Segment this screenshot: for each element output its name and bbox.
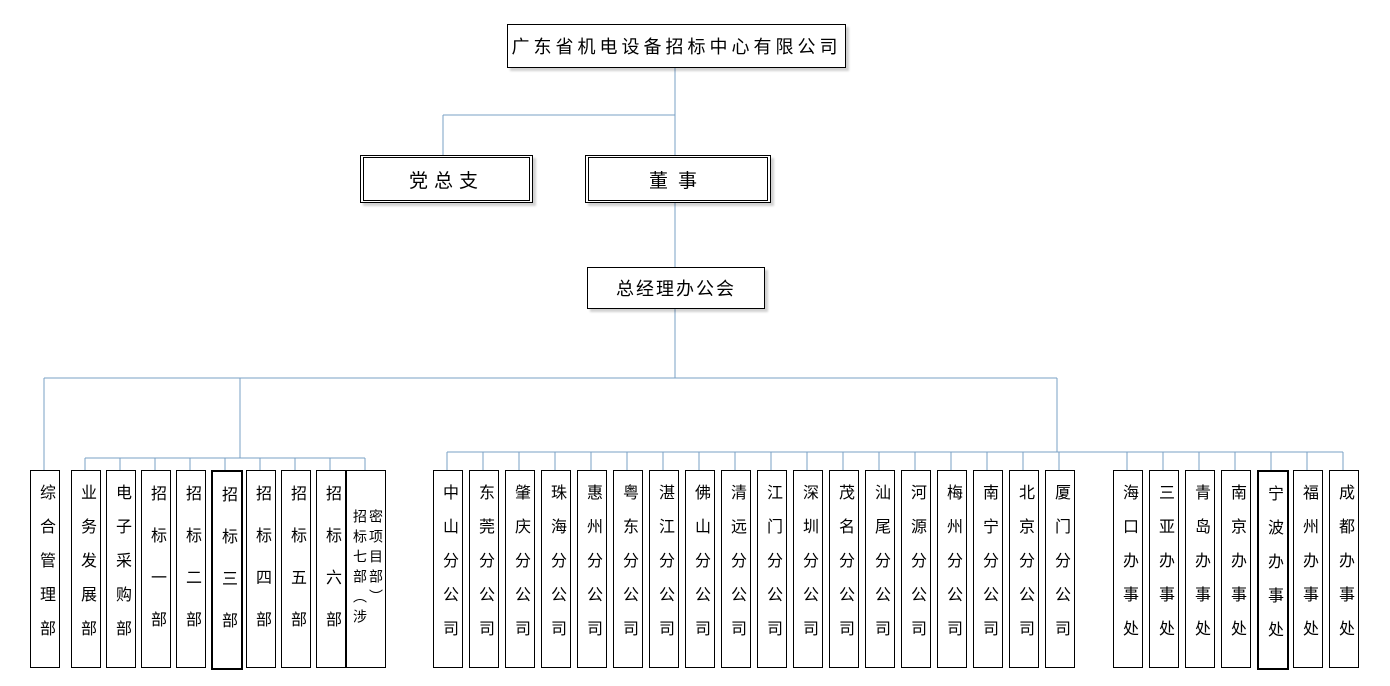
branch-node-label: 中山分公司 bbox=[440, 484, 457, 654]
office-node: 成都办事处 bbox=[1329, 470, 1359, 668]
branch-node: 佛山分公司 bbox=[685, 470, 715, 668]
branch-node: 深圳分公司 bbox=[793, 470, 823, 668]
branch-node-label: 清远分公司 bbox=[728, 484, 745, 654]
branch-node: 汕尾分公司 bbox=[865, 470, 895, 668]
branch-node: 南宁分公司 bbox=[973, 470, 1003, 668]
root-company-label: 广东省机电设备招标中心有限公司 bbox=[511, 37, 842, 57]
dept-node-label: 业务发展部 bbox=[78, 484, 95, 654]
office-node-label: 成都办事处 bbox=[1336, 484, 1353, 654]
office-node: 三亚办事处 bbox=[1149, 470, 1179, 668]
branch-node-label: 厦门分公司 bbox=[1052, 484, 1069, 654]
office-node-label: 福州办事处 bbox=[1300, 484, 1317, 654]
branch-node: 梅州分公司 bbox=[937, 470, 967, 668]
office-node-label: 三亚办事处 bbox=[1156, 484, 1173, 654]
branch-node: 惠州分公司 bbox=[577, 470, 607, 668]
dept-node-label: 招标三部 bbox=[219, 486, 236, 654]
dept-node: 综合管理部 bbox=[30, 470, 60, 668]
dept-node: 招标三部 bbox=[211, 470, 243, 670]
dept-node-label: 招标二部 bbox=[183, 485, 200, 653]
dept-node: 招标一部 bbox=[141, 470, 171, 668]
branch-node: 湛江分公司 bbox=[649, 470, 679, 668]
branch-node: 北京分公司 bbox=[1009, 470, 1039, 668]
dept-node: 招标七部（涉 密项目部） bbox=[346, 470, 386, 668]
party-branch-node: 党总支 bbox=[360, 155, 533, 203]
branch-node: 茂名分公司 bbox=[829, 470, 859, 668]
branch-node-label: 惠州分公司 bbox=[584, 484, 601, 654]
branch-node-label: 深圳分公司 bbox=[800, 484, 817, 654]
branch-node-label: 珠海分公司 bbox=[548, 484, 565, 654]
branch-node: 江门分公司 bbox=[757, 470, 787, 668]
dept-node-label: 招标五部 bbox=[288, 485, 305, 653]
office-node: 海口办事处 bbox=[1113, 470, 1143, 668]
branch-node: 东莞分公司 bbox=[469, 470, 499, 668]
dept-node: 招标六部 bbox=[316, 470, 346, 668]
branch-node-label: 南宁分公司 bbox=[980, 484, 997, 654]
board-node: 董事 bbox=[585, 155, 771, 203]
branch-node: 中山分公司 bbox=[433, 470, 463, 668]
office-node: 宁波办事处 bbox=[1257, 470, 1289, 670]
branch-node: 肇庆分公司 bbox=[505, 470, 535, 668]
branch-node: 珠海分公司 bbox=[541, 470, 571, 668]
dept-node: 招标四部 bbox=[246, 470, 276, 668]
dept-node-label: 招标六部 bbox=[323, 485, 340, 653]
branch-node-label: 汕尾分公司 bbox=[872, 484, 889, 654]
branch-node-label: 河源分公司 bbox=[908, 484, 925, 654]
branch-node-label: 梅州分公司 bbox=[944, 484, 961, 654]
office-node-label: 青岛办事处 bbox=[1192, 484, 1209, 654]
dept-node-label: 电子采购部 bbox=[113, 484, 130, 654]
office-node: 青岛办事处 bbox=[1185, 470, 1215, 668]
branch-node-label: 茂名分公司 bbox=[836, 484, 853, 654]
dept-node: 招标二部 bbox=[176, 470, 206, 668]
branch-node-label: 粤东分公司 bbox=[620, 484, 637, 654]
office-node-label: 海口办事处 bbox=[1120, 484, 1137, 654]
board-label: 董事 bbox=[648, 170, 707, 192]
dept-node-label: 招标一部 bbox=[148, 485, 165, 653]
branch-node-label: 江门分公司 bbox=[764, 484, 781, 654]
branch-node: 厦门分公司 bbox=[1045, 470, 1075, 668]
branch-node-label: 湛江分公司 bbox=[656, 484, 673, 654]
dept-node: 招标五部 bbox=[281, 470, 311, 668]
board-inner-border: 董事 bbox=[588, 157, 768, 201]
branch-node-label: 佛山分公司 bbox=[692, 484, 709, 654]
gm-office-label: 总经理办公会 bbox=[616, 279, 736, 299]
dept-node-label: 招标七部（涉 密项目部） bbox=[351, 509, 382, 629]
root-company-node: 广东省机电设备招标中心有限公司 bbox=[507, 24, 846, 68]
party-branch-label: 党总支 bbox=[408, 170, 484, 192]
dept-node-label: 招标四部 bbox=[253, 485, 270, 653]
branch-node-label: 东莞分公司 bbox=[476, 484, 493, 654]
office-node-label: 南京办事处 bbox=[1228, 484, 1245, 654]
branch-node: 清远分公司 bbox=[721, 470, 751, 668]
party-branch-inner-border: 党总支 bbox=[363, 157, 530, 201]
gm-office-node: 总经理办公会 bbox=[587, 267, 765, 309]
office-node: 南京办事处 bbox=[1221, 470, 1251, 668]
branch-node: 粤东分公司 bbox=[613, 470, 643, 668]
branch-node-label: 北京分公司 bbox=[1016, 484, 1033, 654]
dept-node: 电子采购部 bbox=[106, 470, 136, 668]
branch-node: 河源分公司 bbox=[901, 470, 931, 668]
dept-node: 业务发展部 bbox=[71, 470, 101, 668]
office-node-label: 宁波办事处 bbox=[1265, 485, 1282, 655]
office-node: 福州办事处 bbox=[1293, 470, 1323, 668]
branch-node-label: 肇庆分公司 bbox=[512, 484, 529, 654]
dept-node-label: 综合管理部 bbox=[37, 484, 54, 654]
